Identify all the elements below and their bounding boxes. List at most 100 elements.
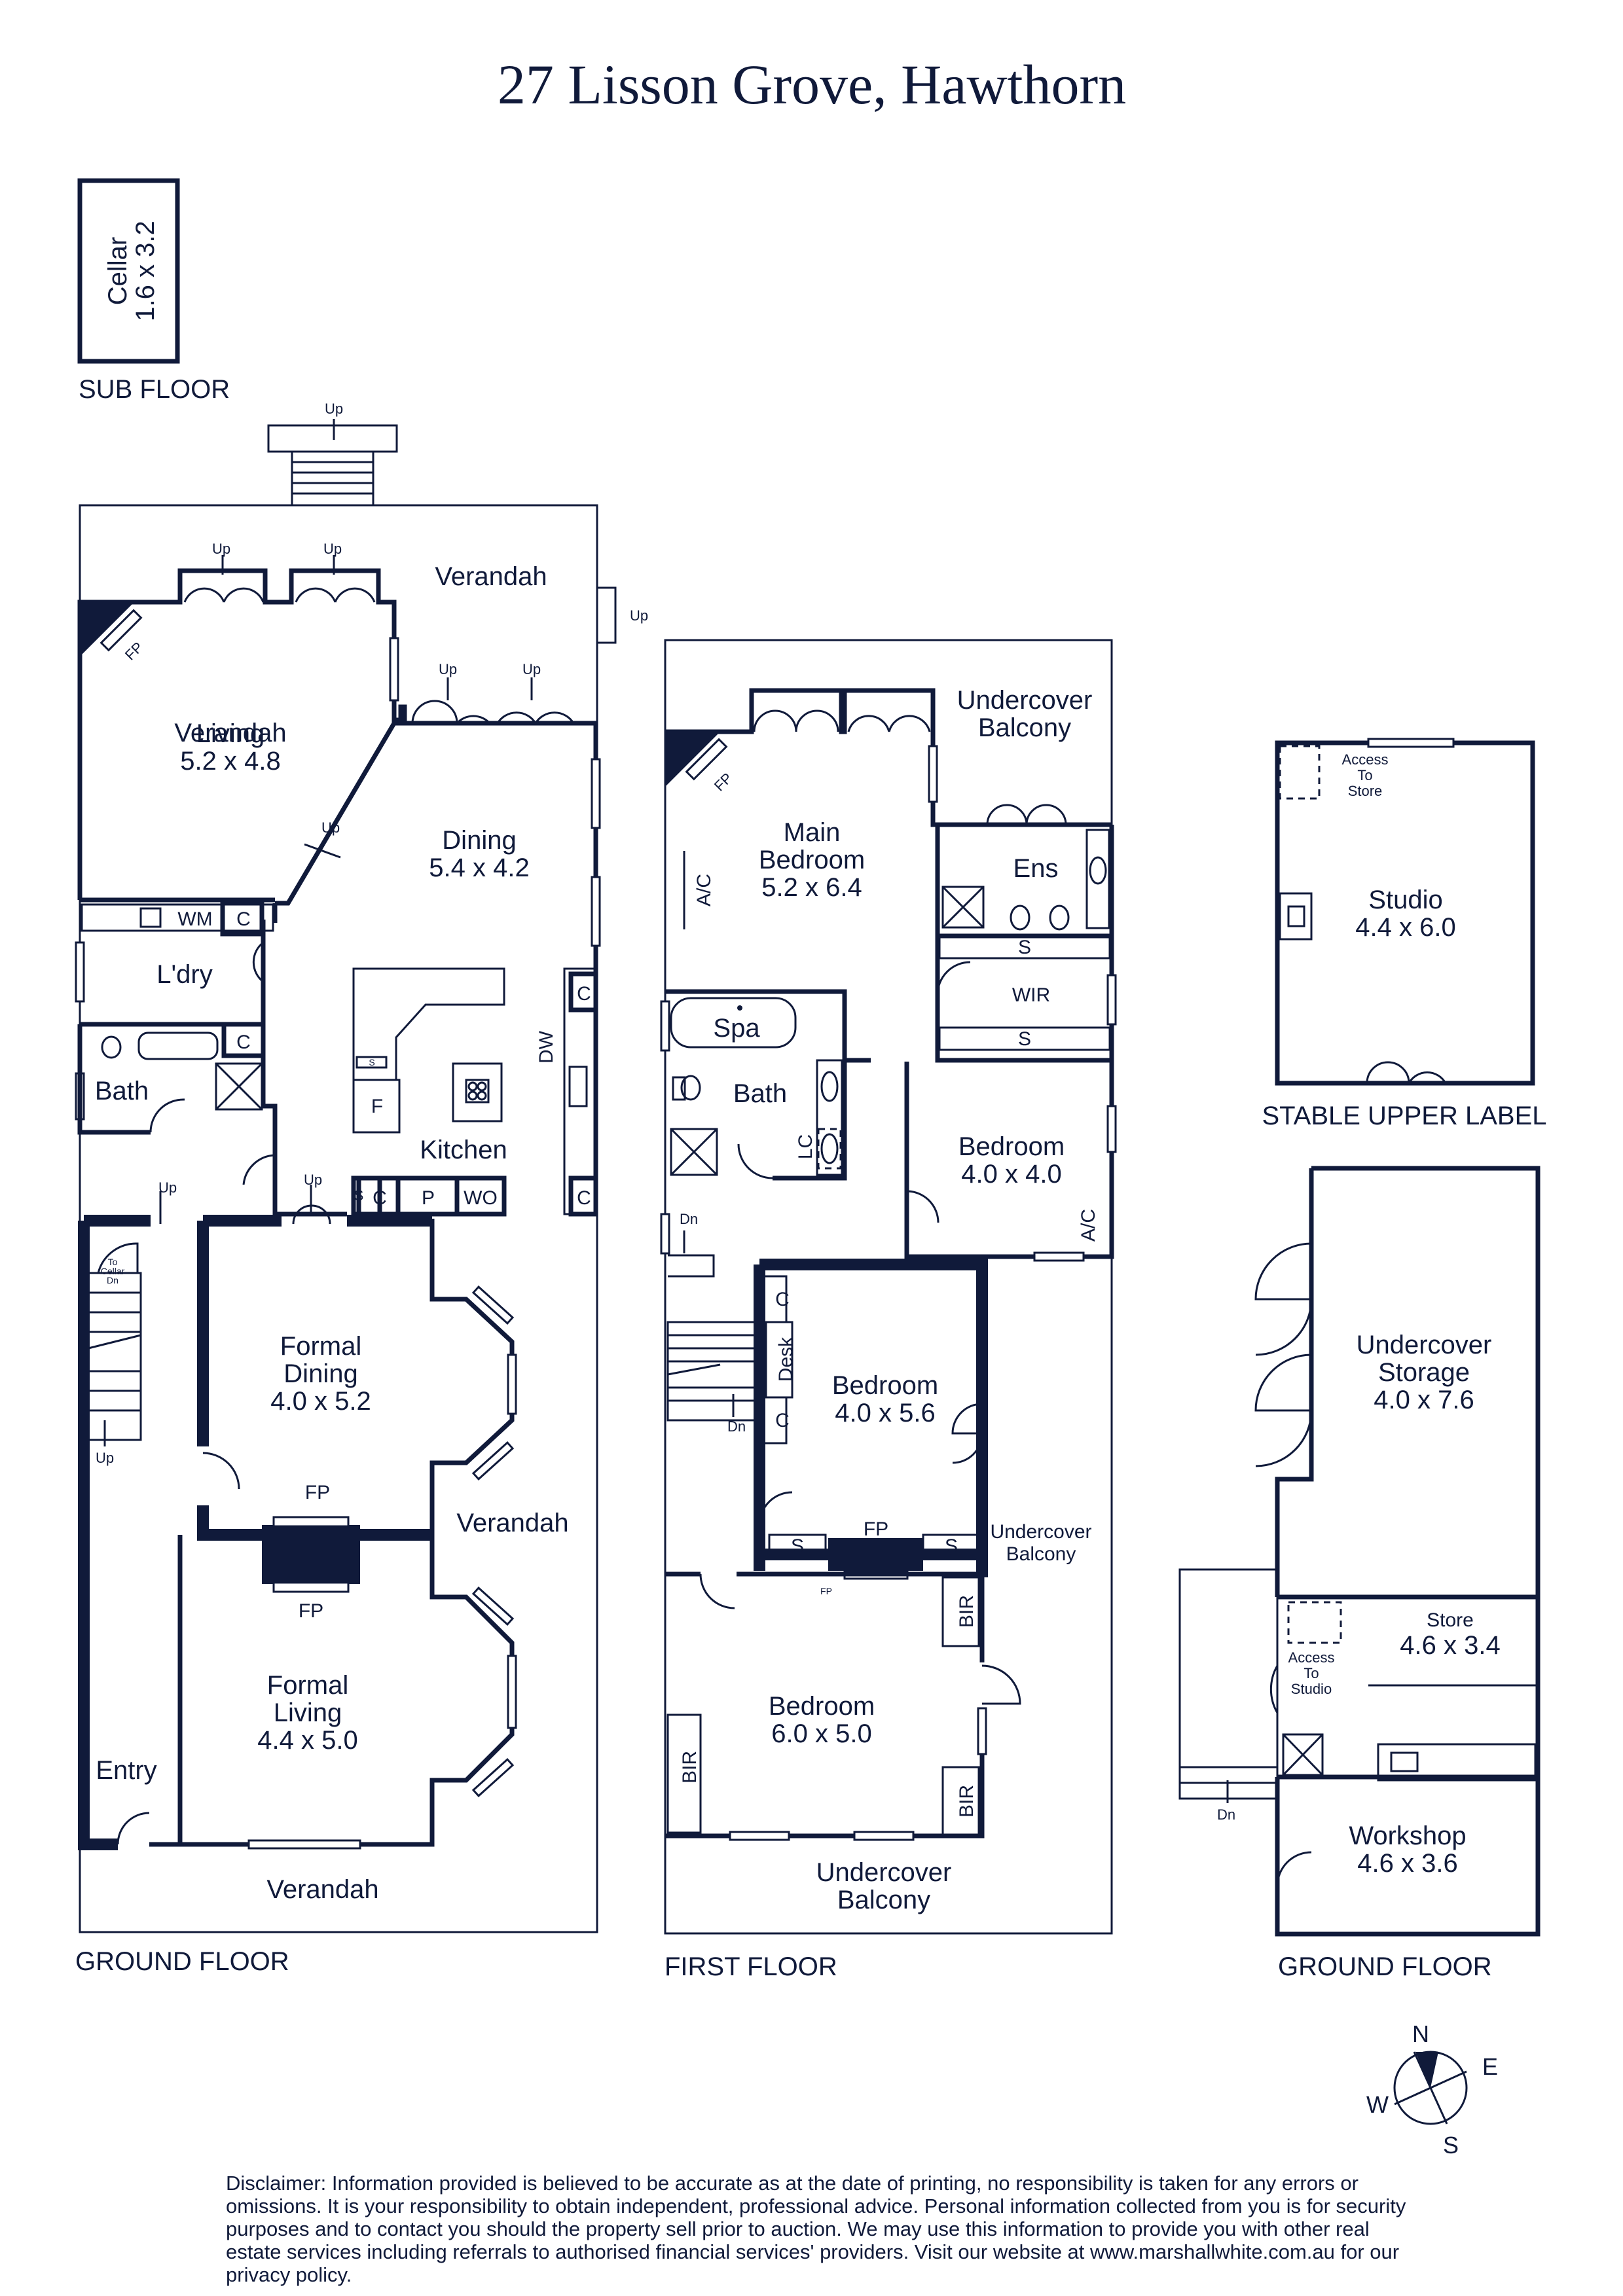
dining-door-up-left: Up bbox=[439, 661, 457, 677]
hall-door-up-label: Up bbox=[304, 1172, 322, 1188]
kitchen-cupboard-bottom-label: C bbox=[577, 1187, 591, 1209]
workshop-label: Workshop bbox=[1349, 1821, 1466, 1850]
formal-dining-label-line2: Dining bbox=[283, 1359, 357, 1388]
formal-rooms-walls bbox=[177, 1219, 515, 1847]
living-fireplace bbox=[80, 602, 134, 656]
fridge-label: F bbox=[371, 1096, 383, 1117]
laundry-cupboard-label: C bbox=[236, 908, 251, 930]
front-steps bbox=[291, 450, 374, 507]
compass-west: W bbox=[1366, 2091, 1389, 2118]
front-steps-landing bbox=[267, 424, 398, 453]
bedroom-4-label: Bedroom bbox=[769, 1692, 875, 1721]
store-dimensions: 4.6 x 3.4 bbox=[1400, 1631, 1500, 1660]
inner-step-up-label: Up bbox=[321, 819, 340, 836]
main-bedroom-fp-label: FP bbox=[711, 770, 736, 795]
sub-floor-heading: SUB FLOOR bbox=[79, 375, 230, 404]
formal-dining-label-line1: Formal bbox=[280, 1332, 361, 1361]
main-bedroom-label-line1: Main bbox=[784, 818, 841, 847]
first-site-outline bbox=[664, 639, 1113, 1935]
svg-text:S: S bbox=[1018, 937, 1031, 958]
svg-text:Store: Store bbox=[1348, 783, 1383, 799]
outbuilding-plan: Access To Store Studio 4.4 x 6.0 STABLE … bbox=[1178, 738, 1547, 1981]
pantry-label: P bbox=[422, 1187, 435, 1209]
bedroom-2-label: Bedroom bbox=[958, 1132, 1065, 1161]
compass-rose: N E S W bbox=[1366, 2020, 1498, 2159]
stair-up-label: Up bbox=[96, 1450, 114, 1466]
first-stair-dn-top-label: Dn bbox=[680, 1211, 698, 1227]
svg-text:Studio: Studio bbox=[1291, 1681, 1332, 1697]
bedroom-2-ac-label: A/C bbox=[1078, 1209, 1099, 1242]
cellar-walls bbox=[77, 178, 180, 364]
bir-right-top-label: BIR bbox=[956, 1595, 977, 1628]
svg-text:S: S bbox=[369, 1057, 374, 1067]
desk-label: Desk bbox=[775, 1336, 797, 1382]
formal-living-label-line2: Living bbox=[274, 1698, 342, 1727]
ground-floor-plan: Up Up FP Up Up Up Up bbox=[75, 401, 648, 1976]
bedroom-3-label: Bedroom bbox=[832, 1371, 938, 1400]
living-door-up-right: Up bbox=[323, 541, 342, 557]
formal-living-fp-label: FP bbox=[299, 1600, 323, 1622]
disclaimer-text: Disclaimer: Information provided is beli… bbox=[226, 2172, 1406, 2286]
laundry-label: L'dry bbox=[156, 960, 212, 989]
compass-north: N bbox=[1412, 2020, 1429, 2047]
bedroom-4-dimensions: 6.0 x 5.0 bbox=[771, 1719, 871, 1748]
outbuilding-stair-dn-label: Dn bbox=[1217, 1806, 1235, 1823]
sub-floor-plan: Cellar 1.6 x 3.2 SUB FLOOR bbox=[77, 178, 230, 404]
hall-step-up-label: Up bbox=[158, 1179, 177, 1196]
bir-right-bottom-label: BIR bbox=[956, 1785, 977, 1818]
first-bath-label: Bath bbox=[733, 1079, 787, 1108]
stable-upper-heading: STABLE UPPER LABEL bbox=[1262, 1102, 1547, 1130]
svg-text:S: S bbox=[945, 1535, 958, 1557]
undercover-balcony-bottom-line1: Undercover bbox=[816, 1858, 952, 1887]
undercover-storage-label-line2: Storage bbox=[1378, 1358, 1470, 1387]
undercover-balcony-top-line1: Undercover bbox=[957, 686, 1093, 715]
workshop-dimensions: 4.6 x 3.6 bbox=[1357, 1849, 1457, 1878]
store-label: Store bbox=[1427, 1609, 1474, 1631]
pantry-cupboard-label: C bbox=[373, 1187, 387, 1209]
first-stair-dn-bottom-label: Dn bbox=[727, 1418, 746, 1435]
formal-fireplace bbox=[262, 1525, 360, 1584]
svg-text:S: S bbox=[791, 1535, 804, 1557]
cellar-dimensions: 1.6 x 3.2 bbox=[131, 221, 160, 321]
bedroom-3-dimensions: 4.0 x 5.6 bbox=[835, 1399, 935, 1427]
entry-label: Entry bbox=[96, 1756, 156, 1785]
linen-cupboard-label: LC bbox=[795, 1134, 816, 1159]
main-bedroom-ac-label: A/C bbox=[693, 874, 715, 906]
ground-bath-label: Bath bbox=[95, 1077, 149, 1105]
washing-machine-label: WM bbox=[177, 908, 212, 930]
kitchen-island bbox=[452, 1062, 503, 1122]
main-bedroom-label-line2: Bedroom bbox=[759, 846, 865, 874]
bath-cupboard-label: C bbox=[236, 1031, 251, 1053]
wir-label: WIR bbox=[1012, 984, 1050, 1006]
verandah-side-label: Verandah bbox=[456, 1509, 568, 1537]
undercover-storage-dimensions: 4.0 x 7.6 bbox=[1374, 1386, 1474, 1414]
living-dimensions: 5.2 x 4.8 bbox=[180, 747, 280, 776]
living-french-doors bbox=[183, 587, 264, 603]
access-to-store-label: To bbox=[1357, 767, 1372, 783]
dining-door-up-right: Up bbox=[522, 661, 541, 677]
cellar-label: Cellar bbox=[103, 237, 132, 305]
formal-dining-dimensions: 4.0 x 5.2 bbox=[270, 1387, 371, 1416]
formal-living-dimensions: 4.4 x 5.0 bbox=[257, 1726, 357, 1755]
compass-south: S bbox=[1443, 2132, 1459, 2159]
studio-dimensions: 4.4 x 6.0 bbox=[1355, 913, 1455, 942]
formal-dining-fp-label: FP bbox=[305, 1482, 330, 1503]
verandah-rear-label: Verandah bbox=[435, 562, 547, 591]
spa-label: Spa bbox=[713, 1014, 760, 1043]
first-floor-heading: FIRST FLOOR bbox=[665, 1952, 837, 1981]
svg-text:Dn: Dn bbox=[107, 1275, 119, 1285]
dishwasher-label: DW bbox=[536, 1030, 557, 1064]
outbuilding-ground-floor-heading: GROUND FLOOR bbox=[1278, 1952, 1492, 1981]
bedroom-3-fp-label: FP bbox=[864, 1518, 888, 1540]
bedroom-4-fp-label: FP bbox=[820, 1586, 832, 1596]
verandah-top-label: Verandah bbox=[174, 719, 286, 747]
ensuite-label: Ens bbox=[1013, 854, 1059, 883]
svg-text:Access: Access bbox=[1288, 1649, 1335, 1666]
property-address-title: 27 Lisson Grove, Hawthorn bbox=[498, 53, 1126, 116]
studio-label: Studio bbox=[1368, 886, 1442, 914]
undercover-balcony-bottom-line2: Balcony bbox=[837, 1886, 930, 1914]
living-label: Living bbox=[196, 719, 265, 748]
main-bedroom-dimensions: 5.2 x 6.4 bbox=[761, 873, 862, 902]
undercover-balcony-side-line2: Balcony bbox=[1006, 1543, 1076, 1565]
